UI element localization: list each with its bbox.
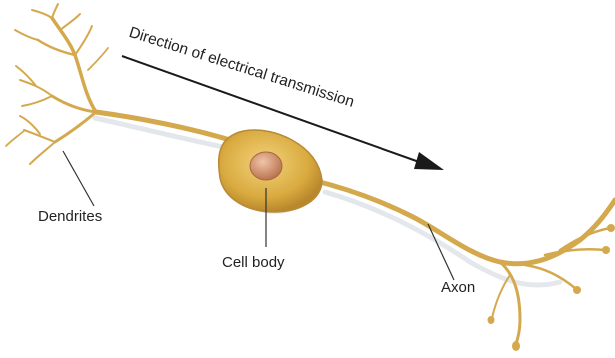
dendrites-leader [63,151,94,206]
cell-body-label: Cell body [222,254,285,271]
axon-terminals [488,224,615,351]
dendrites-label: Dendrites [38,208,102,225]
cell-body-graphic [219,130,322,212]
axon-label: Axon [441,279,475,296]
